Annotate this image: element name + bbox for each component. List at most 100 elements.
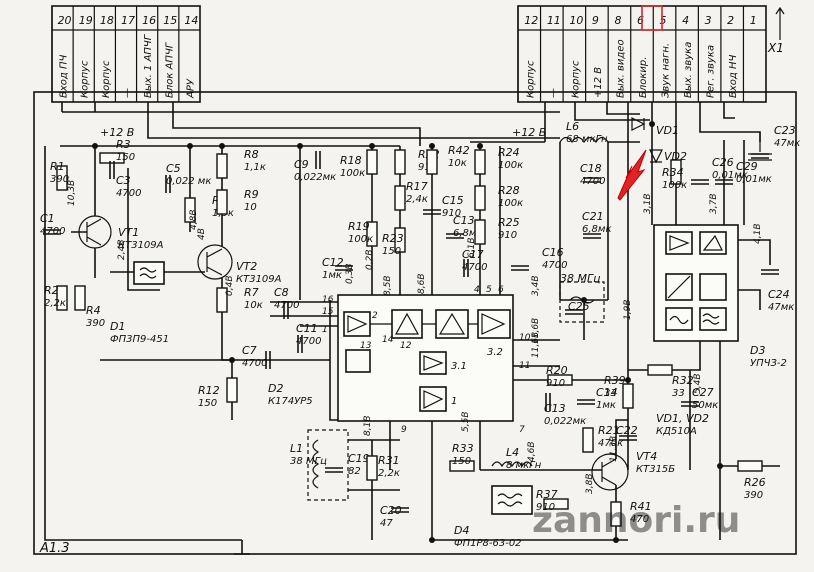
d3-filter-block — [699, 273, 727, 301]
ref-r23: R23 — [382, 232, 404, 245]
value-d1: ФП3П9-451 — [110, 334, 169, 345]
value-r24: 100к — [498, 160, 523, 171]
ref-r28: R28 — [498, 184, 520, 197]
value-c29: 0,01мк — [736, 174, 772, 185]
component-vd1: VD1 — [656, 124, 679, 137]
value-c5: 0,022 мк — [166, 176, 211, 187]
d2-pin-13: 13 — [360, 341, 372, 351]
value-c13b: 0,022мк — [544, 416, 586, 427]
ref-l1: L1 — [290, 442, 303, 455]
right-connector-pin-5-name: Звук нагн. — [661, 43, 672, 98]
left-connector-pin-16-name: Вых. 1 АПЧГ — [143, 33, 154, 98]
ref-vd12: VD1, VD2 — [656, 412, 709, 425]
voltage-label: 0,3В — [345, 264, 355, 285]
ref-c3: C3 — [116, 174, 131, 187]
value-c21: 6,8мк — [582, 224, 612, 235]
transistor-vt2-icon — [197, 244, 233, 280]
voltage-label: 3,4В — [531, 276, 541, 297]
value-r41: 470 — [630, 514, 649, 525]
value-r7: 10к — [244, 300, 263, 311]
ref-d3: D3 — [750, 344, 765, 357]
inductor-l4 — [491, 461, 533, 468]
arrow-up-icon — [775, 6, 785, 40]
d2-pin-12: 12 — [400, 341, 412, 351]
value-vt4: КТ315Б — [636, 464, 675, 475]
voltage-label: 8,1В — [363, 416, 373, 437]
ref-r8: R8 — [244, 148, 259, 161]
voltage-label: 3,8В — [585, 474, 595, 495]
value-r23: 150 — [382, 246, 401, 257]
left-connector-pin-17-name: — — [122, 88, 133, 98]
value-r42: 10к — [448, 158, 467, 169]
value-l4: 8 мкГн — [506, 460, 542, 471]
ref-r21: R21 — [598, 424, 620, 437]
ref-vd1: VD1 — [656, 124, 679, 137]
voltage-label: 4В — [197, 228, 207, 240]
value-r12: 150 — [198, 398, 217, 409]
left-connector-pin-16-number: 16 — [142, 14, 156, 27]
ref-vt1: VT1 — [118, 226, 139, 239]
d2-block-31-label: 3.1 — [451, 361, 467, 372]
l1-shield — [307, 429, 349, 501]
ref-c24: C24 — [768, 288, 790, 301]
d2-pin-10: 10 — [519, 333, 531, 343]
ref-r17: R17 — [406, 180, 428, 193]
voltage-label: 11,6В — [531, 332, 541, 358]
ref-r26: R26 — [744, 476, 766, 489]
ref-d1: D1 — [110, 320, 125, 333]
d2-block-1-label: 1 — [451, 396, 457, 407]
value-c8: 4700 — [274, 300, 299, 311]
right-connector-pin-5-number: 5 — [660, 14, 667, 27]
left-connector-pin-18-number: 18 — [100, 14, 114, 27]
value-c17: 4700 — [462, 262, 487, 273]
value-r2: 2,2к — [44, 298, 66, 309]
right-connector-pin-9-number: 9 — [592, 14, 599, 27]
left-connector-pin-15-name: Блок АПЧГ — [164, 41, 175, 98]
ref-r7: R7 — [244, 286, 259, 299]
right-connector-pin-2-name: Вход НЧ — [728, 54, 739, 98]
right-connector-pin-8-name: Вых. видео — [615, 39, 626, 98]
d3-limiter-block — [699, 231, 727, 255]
component-c5: C50,022 мк — [165, 162, 211, 193]
value-c26: 0,01мк — [712, 170, 748, 181]
ref-r37: R37 — [536, 488, 558, 501]
ref-l4: L4 — [506, 446, 519, 459]
filter-d4 — [491, 485, 533, 515]
ref-c29: C29 — [736, 160, 758, 173]
ref-c26: C26 — [712, 156, 734, 169]
value-c19: 82 — [348, 466, 361, 477]
ref-c13: C13 — [453, 214, 475, 227]
component-r8: R81,1к — [216, 148, 266, 179]
ref-c13b: C13 — [544, 402, 566, 415]
d2-pin-15: 15 — [322, 307, 334, 317]
value-vt2: КТ3109А — [236, 274, 282, 285]
value-r25: 910 — [498, 230, 517, 241]
component-c9: C90,022мк — [294, 151, 336, 183]
value-c12: 1мк — [322, 270, 342, 281]
d3-out-block — [699, 307, 727, 331]
value-c9: 0,022мк — [294, 172, 336, 183]
component-c25: C25 — [565, 300, 590, 315]
ref-c22: C22 — [616, 424, 638, 437]
left-connector-pin-14-name: АРУ — [185, 78, 196, 99]
diode-vd1-icon — [631, 117, 646, 131]
ref-c15: C15 — [442, 194, 464, 207]
